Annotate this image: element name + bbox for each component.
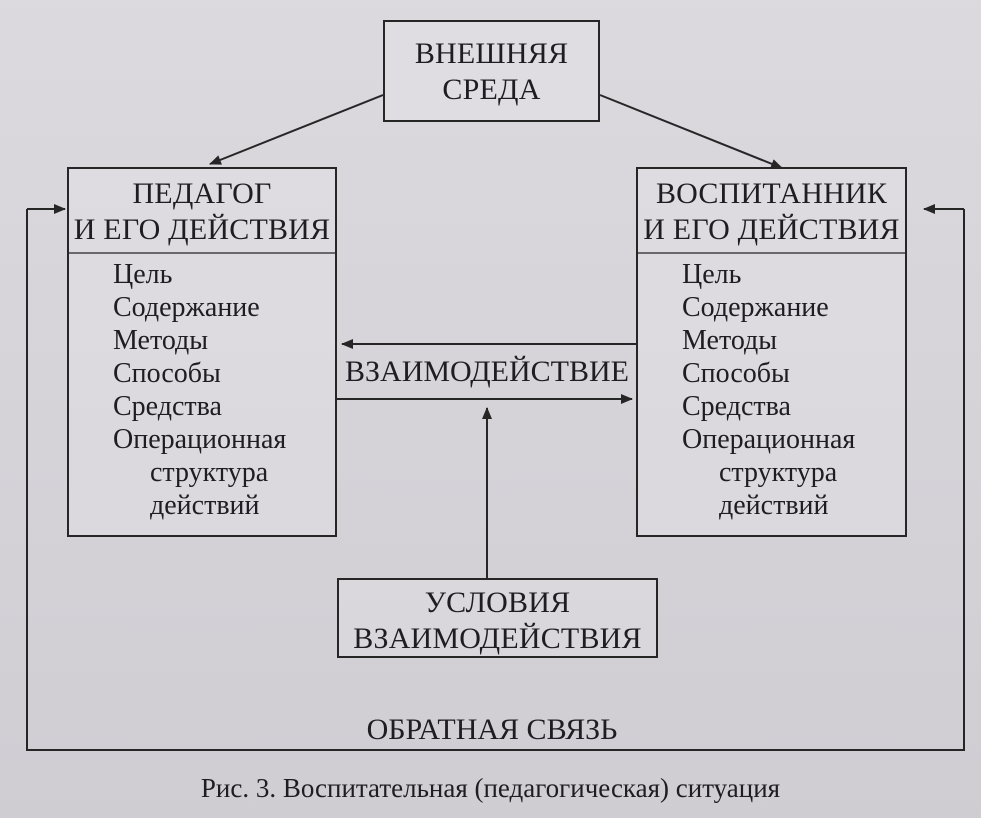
educator-item-actions: действий bbox=[150, 490, 260, 521]
conditions-box: УСЛОВИЯ ВЗАИМОДЕЙСТВИЯ bbox=[337, 578, 658, 658]
arrow-environment-to-pupil bbox=[599, 94, 783, 169]
environment-line-2: СРЕДА bbox=[442, 73, 541, 106]
pupil-item-methods: Методы bbox=[682, 325, 778, 356]
educator-item-structure: структура bbox=[150, 457, 269, 488]
conditions-title: УСЛОВИЯ ВЗАИМОДЕЙСТВИЯ bbox=[339, 585, 656, 657]
pupil-action-list: Цель Содержание Методы Способы Средства … bbox=[682, 258, 855, 522]
feedback-label: ОБРАТНАЯ СВЯЗЬ bbox=[366, 713, 618, 746]
pupil-item-operational: Операционная bbox=[682, 424, 856, 455]
educator-body-box: Цель Содержание Методы Способы Средства … bbox=[67, 252, 337, 537]
environment-line-1: ВНЕШНЯЯ bbox=[414, 37, 569, 70]
pupil-item-ways: Способы bbox=[682, 358, 790, 389]
educator-title: ПЕДАГОГ И ЕГО ДЕЙСТВИЯ bbox=[69, 176, 335, 248]
educator-title-line-2: И ЕГО ДЕЙСТВИЯ bbox=[73, 213, 331, 246]
pupil-title-box: ВОСПИТАННИК И ЕГО ДЕЙСТВИЯ bbox=[636, 167, 907, 254]
educator-item-goal: Цель bbox=[113, 259, 173, 290]
pupil-item-content: Содержание bbox=[682, 292, 829, 323]
educator-item-content: Содержание bbox=[113, 292, 260, 323]
pupil-item-goal: Цель bbox=[682, 259, 742, 290]
pupil-title-line-1: ВОСПИТАННИК bbox=[655, 177, 888, 210]
figure-caption: Рис. 3. Воспитательная (педагогическая) … bbox=[200, 773, 781, 803]
pupil-item-actions: действий bbox=[719, 490, 829, 521]
pupil-title: ВОСПИТАННИК И ЕГО ДЕЙСТВИЯ bbox=[638, 176, 905, 248]
educator-item-ways: Способы bbox=[113, 358, 221, 389]
pupil-title-line-2: И ЕГО ДЕЙСТВИЯ bbox=[643, 213, 900, 246]
interaction-label: ВЗАИМОДЕЙСТВИЕ bbox=[344, 355, 629, 388]
educator-item-means: Средства bbox=[113, 391, 222, 422]
pupil-item-structure: структура bbox=[719, 457, 838, 488]
conditions-line-1: УСЛОВИЯ bbox=[424, 586, 571, 619]
educator-title-box: ПЕДАГОГ И ЕГО ДЕЙСТВИЯ bbox=[67, 167, 337, 254]
environment-box: ВНЕШНЯЯ СРЕДА bbox=[383, 20, 600, 122]
pupil-item-means: Средства bbox=[682, 391, 791, 422]
conditions-line-2: ВЗАИМОДЕЙСТВИЯ bbox=[353, 622, 642, 655]
educator-item-methods: Методы bbox=[113, 325, 209, 356]
educator-item-operational: Операционная bbox=[113, 424, 287, 455]
environment-title: ВНЕШНЯЯ СРЕДА bbox=[385, 36, 598, 108]
educator-action-list: Цель Содержание Методы Способы Средства … bbox=[113, 258, 286, 522]
feedback-loop-line bbox=[26, 209, 965, 751]
pupil-body-box: Цель Содержание Методы Способы Средства … bbox=[636, 252, 907, 537]
educator-title-line-1: ПЕДАГОГ bbox=[132, 177, 272, 210]
arrow-environment-to-educator bbox=[209, 94, 384, 165]
